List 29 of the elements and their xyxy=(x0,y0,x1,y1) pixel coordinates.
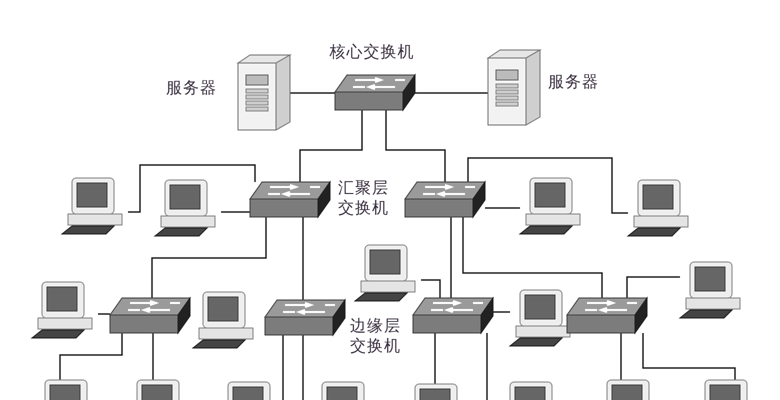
network-cable xyxy=(290,92,335,94)
network-cable xyxy=(221,211,250,213)
network-cable xyxy=(128,164,256,213)
network-cable xyxy=(421,279,441,298)
device-label: 核心交换机 xyxy=(328,42,416,62)
network-cable xyxy=(152,333,154,380)
network-cable xyxy=(302,335,304,400)
device-label: 服务器 xyxy=(166,78,218,98)
network-cable xyxy=(620,333,622,380)
device-label: 汇聚层交换机 xyxy=(338,178,390,218)
network-cable xyxy=(302,217,304,300)
network-cable xyxy=(151,217,267,298)
network-cable xyxy=(485,207,520,209)
device-label: 服务器 xyxy=(548,72,600,92)
network-cable xyxy=(493,311,510,313)
network-cable xyxy=(282,335,284,400)
network-cable xyxy=(434,333,436,384)
network-cable xyxy=(385,110,446,182)
network-cable xyxy=(486,333,488,400)
network-cable xyxy=(59,333,123,380)
network-cable xyxy=(450,217,452,298)
network-cable xyxy=(642,333,736,380)
network-cable xyxy=(299,110,363,182)
network-cable xyxy=(415,92,488,94)
network-cable xyxy=(98,313,110,315)
network-cable xyxy=(467,157,628,214)
network-cable xyxy=(462,217,603,298)
network-cable xyxy=(626,276,680,298)
device-label: 边缘层交换机 xyxy=(350,316,402,356)
